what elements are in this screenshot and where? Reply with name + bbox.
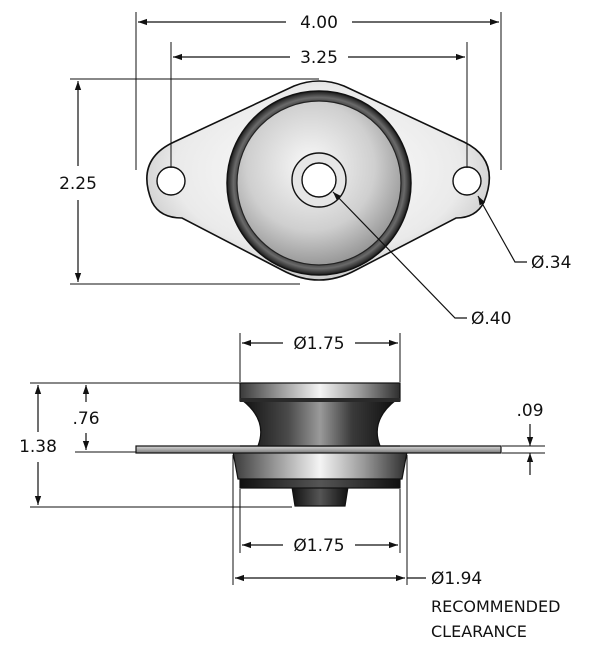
dim-mount-hole-diameter: Ø.34 — [531, 253, 571, 273]
dim-flange-width: 2.25 — [59, 174, 97, 194]
dim-hole-spacing: 3.25 — [300, 48, 338, 68]
right-mount-hole — [452, 166, 482, 196]
dim-center-hole-diameter: Ø.40 — [471, 309, 511, 329]
dim-overall-length: 4.00 — [300, 13, 338, 33]
dim-overall-height: 1.38 — [19, 437, 57, 457]
side-flange-plate — [135, 445, 502, 454]
lower-cylinder — [232, 451, 408, 480]
dim-bottom-diameter: Ø1.75 — [293, 536, 344, 556]
dim-height-above-flange: .76 — [72, 409, 99, 429]
left-mount-hole — [156, 166, 186, 196]
top-view: 4.00 3.25 2.25 Ø.34 Ø.40 — [59, 12, 571, 329]
side-view: Ø1.75 1.38 .76 .09 Ø1.75 Ø1.94 RECOMMEND… — [19, 333, 560, 641]
bottom-stud — [291, 486, 349, 507]
dim-top-diameter: Ø1.75 — [293, 334, 344, 354]
center-hole — [301, 162, 337, 198]
clearance-note-line2: CLEARANCE — [431, 622, 527, 641]
rubber-body — [240, 399, 400, 447]
dim-flange-thickness: .09 — [516, 401, 543, 421]
clearance-note-line1: RECOMMENDED — [431, 597, 560, 616]
dim-clearance-diameter: Ø1.94 — [431, 569, 482, 589]
